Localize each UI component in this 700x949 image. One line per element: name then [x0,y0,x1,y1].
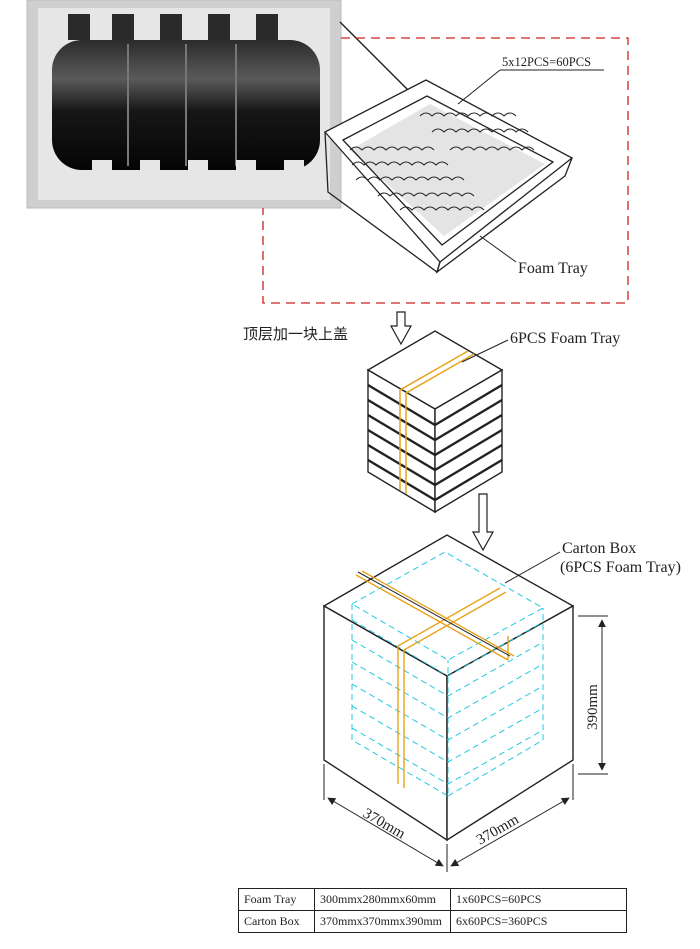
top-cover-note: 顶层加一块上盖 [243,325,348,343]
tray-count-leader [457,69,501,105]
carton-leader [504,551,561,584]
down-arrow-1 [389,311,413,346]
table-cell-qty: 1x60PCS=60PCS [450,888,627,911]
height-label: 390mm [585,684,601,730]
table-row: Carton Box 370mmx370mmx390mm 6x60PCS=360… [238,910,627,933]
height-dimension [578,615,608,775]
foam-tray [323,79,574,274]
table-cell-size: 300mmx280mmx60mm [314,888,451,911]
carton-label-line1: Carton Box [562,540,636,557]
spec-table: Foam Tray 300mmx280mmx60mm 1x60PCS=60PCS… [238,888,627,933]
callout-frame [262,37,629,304]
foam-tray-leader [479,235,517,263]
tray-count-label: 5x12PCS=60PCS [502,55,591,69]
width-label: 370mm [360,806,408,843]
foam-tray-label: Foam Tray [518,260,588,277]
stack-leader [461,339,509,363]
depth-dimension [450,764,574,867]
width-dimension [323,764,448,872]
stack-label: 6PCS Foam Tray [510,330,620,347]
table-cell-qty: 6x60PCS=360PCS [450,910,627,933]
product-photo [26,0,342,209]
carton-label-line2: (6PCS Foam Tray) [560,559,681,576]
tray-stack [366,330,504,514]
down-arrow-2 [471,493,495,552]
table-row: Foam Tray 300mmx280mmx60mm 1x60PCS=60PCS [238,888,627,911]
carton-box [322,534,575,842]
table-cell-name: Carton Box [238,910,315,933]
table-cell-name: Foam Tray [238,888,315,911]
table-cell-size: 370mmx370mmx390mm [314,910,451,933]
